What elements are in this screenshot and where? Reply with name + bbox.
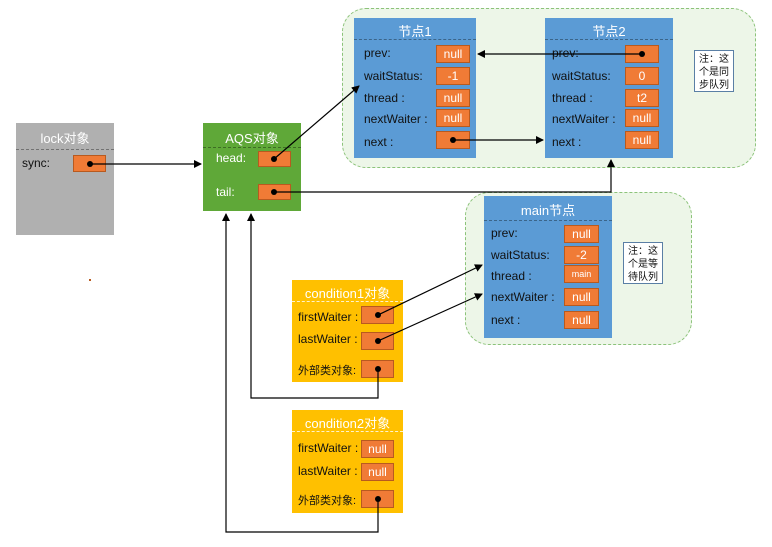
tail-label: tail: [216,185,235,199]
condition2-first-label: firstWaiter : [298,441,359,455]
node2-nextwaiter-label: nextWaiter : [552,112,616,126]
main-waitstatus-label: waitStatus: [491,248,550,262]
wait-queue-note: 注：这个是等待队列 [623,242,663,284]
condition1-outer-to-aqs-arrow [247,213,379,399]
main-nextwaiter-label: nextWaiter : [491,290,555,304]
condition1-first-to-main-arrow [377,264,483,316]
condition2-outer-label: 外部类对象: [298,495,357,507]
sync-label: sync: [22,156,51,170]
condition2-outer-to-aqs-arrow [222,213,379,533]
node1-prev-label: prev: [364,46,391,60]
node2-title: 节点2 [592,24,626,39]
main-prev-field: null [564,225,599,243]
condition1-title: condition1对象 [304,286,391,301]
main-node-title: main节点 [520,203,576,218]
node1-prev-field: null [436,45,470,63]
main-next-field: null [564,311,599,329]
node1-nextwaiter-field: null [436,109,470,127]
condition2-first-field: null [361,440,394,458]
node2-thread-label: thread : [552,91,593,105]
condition1-last-to-main-arrow [377,293,483,342]
head-label: head: [216,151,247,165]
node2-prev-label: prev: [552,46,579,60]
head-to-node1-arrow [273,85,360,160]
main-nextwaiter-field: null [564,288,599,306]
node2-next-field: null [625,131,659,149]
main-next-label: next : [491,313,521,327]
condition1-outer-label: 外部类对象: [298,365,357,377]
node2-next-label: next : [552,135,582,149]
condition2-last-label: lastWaiter : [298,464,358,478]
node1-waitstatus-field: -1 [436,67,470,85]
node1-thread-label: thread : [364,91,405,105]
node1-waitstatus-label: waitStatus: [364,69,423,83]
node1-title: 节点1 [398,24,432,39]
main-thread-field: main [564,265,599,283]
condition1-last-label: lastWaiter : [298,332,358,346]
condition1-first-label: firstWaiter : [298,310,359,324]
condition2-last-field: null [361,463,394,481]
sync-queue-note: 注：这个是同步队列 [694,50,734,92]
node1-nextwaiter-label: nextWaiter : [364,112,428,126]
node2-waitstatus-label: waitStatus: [552,69,611,83]
node2-thread-field: t2 [625,89,659,107]
sync-field [89,279,91,281]
aqs-object-title: AQS对象 [225,131,279,146]
node2-waitstatus-field: 0 [625,67,659,85]
node1-next-label: next : [364,135,394,149]
main-prev-label: prev: [491,226,518,240]
node2-nextwaiter-field: null [625,109,659,127]
lock-object: lock对象 sync: [16,123,114,281]
lock-object-title: lock对象 [40,131,90,146]
condition2-title: condition2对象 [304,416,391,431]
main-thread-label: thread : [491,269,532,283]
tail-to-node2-arrow [274,159,615,193]
main-waitstatus-field: -2 [564,246,599,264]
node1-thread-field: null [436,89,470,107]
